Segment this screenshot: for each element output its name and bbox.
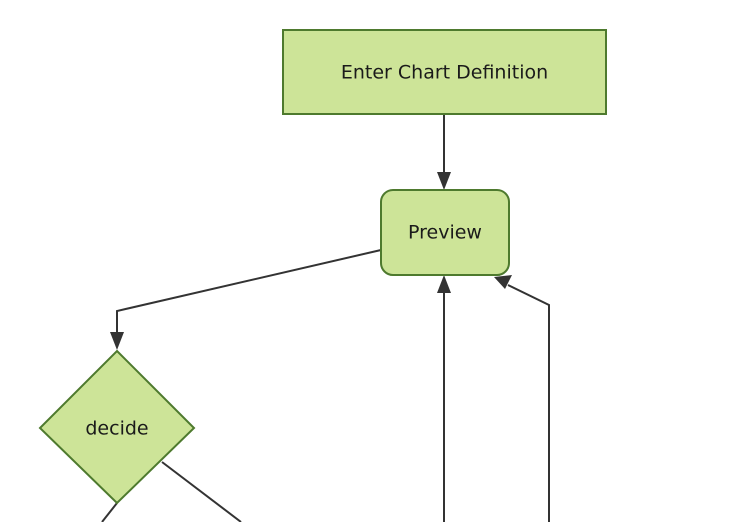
- node-label-preview: Preview: [408, 222, 482, 244]
- edge-line: [507, 284, 550, 522]
- edge-decide-down-right: [161, 461, 242, 522]
- node-label-enter-chart-definition: Enter Chart Definition: [341, 62, 548, 84]
- node-preview[interactable]: Preview: [380, 189, 510, 276]
- node-shape-diamond[interactable]: [38, 349, 196, 505]
- edge-line: [116, 249, 382, 336]
- node-label-decide: decide: [85, 418, 148, 440]
- node-shape-rectangle[interactable]: [282, 29, 607, 115]
- arrowhead-down-icon: [437, 172, 451, 190]
- edge-offscreen-center-to-preview: [437, 275, 451, 522]
- edge-preview-to-decide: [110, 249, 382, 350]
- edge-line: [101, 502, 118, 522]
- node-decide[interactable]: decide: [38, 349, 196, 505]
- node-shape-rounded-rectangle[interactable]: [380, 189, 510, 276]
- edge-decide-down-left: [101, 502, 118, 522]
- arrowhead-upleft-icon: [494, 275, 512, 289]
- edge-line: [161, 461, 242, 522]
- arrowhead-up-icon: [437, 275, 451, 293]
- arrowhead-down-icon: [110, 332, 124, 350]
- node-enter-chart-definition[interactable]: Enter Chart Definition: [282, 29, 607, 115]
- edge-offscreen-right-to-preview: [494, 275, 550, 522]
- edge-enter-to-preview: [437, 114, 451, 190]
